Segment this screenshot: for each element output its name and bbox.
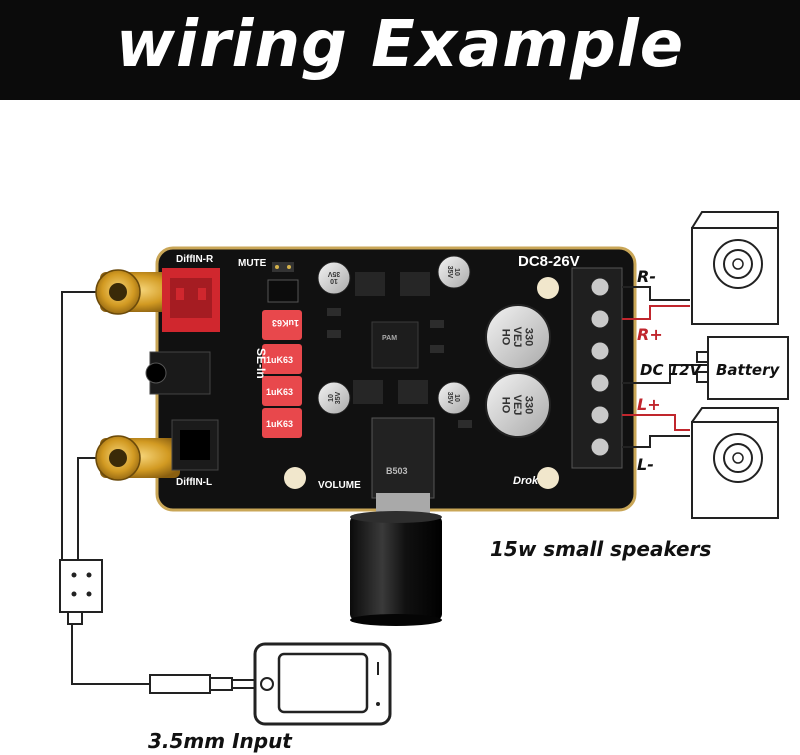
small-cap-mark-3: 1035V — [328, 391, 342, 404]
captions: 15w small speakers 3.5mm Input — [148, 537, 711, 753]
battery — [696, 336, 789, 400]
speaker-right — [691, 211, 779, 325]
large-cap-mark-2: 330VEJHO — [500, 395, 535, 416]
small-cap-mark-4: 1035V — [446, 392, 460, 405]
caption-input: 3.5mm Input — [148, 729, 293, 753]
silk-diffin-l: DiffIN-L — [176, 477, 212, 488]
diffin-r-connector — [162, 268, 220, 332]
label-r-minus: R- — [637, 267, 656, 286]
pot-mark: B503 — [386, 466, 408, 476]
caption-speakers: 15w small speakers — [490, 537, 711, 561]
phone — [253, 642, 392, 726]
screw-terminal-block — [571, 267, 623, 469]
silk-brand: Drok — [513, 475, 539, 487]
label-l-plus: L+ — [637, 395, 661, 414]
rca-jack-right — [95, 269, 180, 315]
silkscreen: DiffIN-R MUTE SE-In DiffIN-L VOLUME DC8-… — [176, 253, 580, 491]
label-l-minus: L- — [637, 455, 654, 474]
mute-header — [267, 262, 299, 303]
silk-se-in: SE-In — [254, 348, 268, 379]
resistor-label-3: 1uK63 — [266, 387, 293, 397]
terminal-labels: R- R+ DC 12V L+ L- Battery — [637, 267, 780, 474]
small-cap-mark-1: 1035V — [327, 270, 340, 284]
rca-jack-left — [95, 435, 180, 481]
audio-input-cable — [61, 291, 150, 685]
se-in-jack — [145, 351, 211, 395]
label-r-plus: R+ — [637, 325, 663, 344]
large-cap-mark-1: 330VEJHO — [500, 327, 535, 348]
resistor-label-4: 1uK63 — [266, 419, 293, 429]
resistor-label-2: 1uK63 — [266, 355, 293, 365]
audio-jack-plug — [149, 674, 264, 694]
resistor-label-1: 1uK63 — [272, 318, 299, 328]
volume-knob — [350, 511, 442, 626]
chip-mark: PAM — [382, 335, 397, 342]
small-cap-mark-2: 1035V — [446, 266, 460, 279]
silk-power-range: DC8-26V — [518, 253, 580, 270]
silk-volume: VOLUME — [318, 480, 361, 491]
large-capacitors — [485, 304, 551, 438]
small-capacitors — [317, 255, 471, 415]
silk-diffin-r: DiffIN-R — [176, 254, 214, 265]
speaker-left — [691, 407, 779, 519]
battery-label: Battery — [716, 361, 780, 379]
diffin-l-connector — [171, 419, 219, 471]
wiring-diagram: DiffIN-R MUTE SE-In DiffIN-L VOLUME DC8-… — [59, 211, 789, 753]
page-title: wiring Example — [115, 8, 685, 82]
title-banner: wiring Example — [0, 0, 800, 100]
film-capacitors — [262, 310, 302, 438]
silk-mute: MUTE — [238, 258, 267, 269]
label-dc: DC 12V — [640, 361, 703, 379]
rca-splitter — [59, 559, 103, 625]
speaker-wires — [622, 286, 708, 448]
